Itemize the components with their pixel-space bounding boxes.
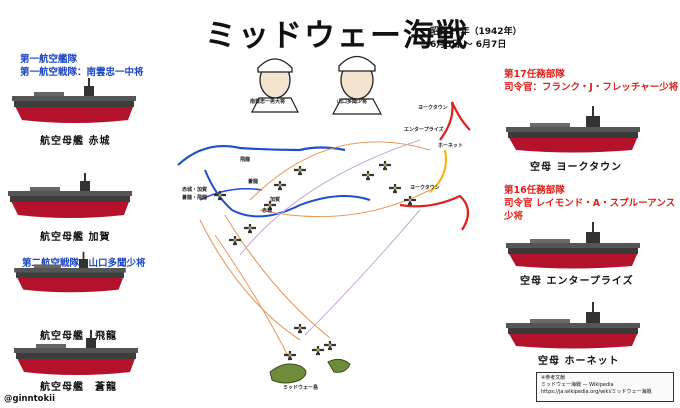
ship-name-hornet: 空母 ホーネット — [538, 356, 620, 367]
map-label-hornet: ホーネット — [438, 143, 464, 149]
us-tf17: 第17任務部隊 — [504, 69, 565, 80]
map-label-akagi-kaga: 赤城・加賀 — [182, 187, 208, 193]
attack-arcs — [199, 139, 431, 361]
portrait-yamaguchi-caption: 山口多聞少将 — [337, 99, 368, 105]
map-label-hiryu: 飛龍 — [240, 157, 251, 163]
ship-name-akagi: 航空母艦 赤城 — [40, 136, 111, 147]
japan-fleet1-commander: 第一航空戦隊：南雲忠一中将 — [20, 67, 144, 78]
ship-name-enterprise: 空母 エンタープライズ — [520, 276, 634, 287]
reference-box: ※参考文献 ミッドウェー海戦 — Wikipedia https://ja.wi… — [536, 372, 674, 402]
us-tf16: 第16任務部隊 — [504, 185, 565, 196]
portrait-yamaguchi — [332, 55, 382, 115]
us-tf16-commander: 司令官 レイモンド・A・スプルーアンス少将 — [504, 198, 676, 222]
reference-heading: ※参考文献 — [541, 375, 566, 381]
map-label-soryu-hiryu: 蒼龍・飛龍 — [182, 195, 208, 201]
ship-name-kaga: 航空母艦 加賀 — [40, 232, 111, 243]
japan-fleet1: 第一航空艦隊 — [20, 54, 78, 65]
map-label-yorktown: ヨークタウン — [418, 105, 448, 111]
map-label-kaga: 加賀 — [270, 197, 281, 203]
ship-enterprise — [506, 222, 640, 269]
author-credit: @ginntokii — [4, 394, 55, 404]
reference-line2: https://ja.wikipedia.org/wiki/ミッドウェー海戦 — [541, 389, 652, 395]
map-label-yorktown2: ヨークタウン — [410, 185, 440, 191]
us-tf17-label: 第17任務部隊 司令官：フランク・J・フレッチャー少将 — [504, 68, 678, 94]
map-label-enterprise: エンタープライズ — [404, 127, 444, 133]
midway-island — [269, 358, 351, 384]
reference-line1: ミッドウェー海戦 — Wikipedia — [541, 382, 614, 388]
ship-name-hiryu: 航空母艦 飛龍 — [40, 331, 117, 342]
page-title: ミッドウェー海戦 — [205, 18, 469, 54]
date-era: 昭和17年（1942年） — [430, 27, 522, 37]
ship-name-soryu: 航空母艦 蒼龍 — [40, 382, 117, 393]
map-planes — [212, 159, 418, 362]
map-label-soryu: 蒼龍 — [248, 179, 259, 185]
ship-akagi — [12, 78, 136, 123]
ship-hornet — [506, 302, 640, 349]
ship-yorktown — [506, 106, 640, 153]
date-range: 6月5日 〜 6月7日 — [430, 40, 507, 50]
ship-hiryu — [14, 251, 126, 293]
route-us — [399, 101, 471, 231]
map-label-akagi: 赤城 — [262, 208, 273, 214]
us-tf17-commander: 司令官：フランク・J・フレッチャー少将 — [504, 82, 679, 93]
portrait-nagumo-caption: 南雲忠一男大将 — [250, 99, 286, 105]
japan-fleet-label: 第一航空艦隊 第一航空戦隊：南雲忠一中将 — [20, 53, 144, 79]
portrait-nagumo — [251, 58, 299, 113]
map-label-midway: ミッドウェー島 — [283, 385, 319, 391]
date-block: 昭和17年（1942年） 6月5日 〜 6月7日 — [430, 26, 522, 52]
ship-kaga — [8, 173, 132, 218]
us-tf16-label: 第16任務部隊 司令官 レイモンド・A・スプルーアンス少将 — [504, 184, 680, 223]
ship-name-yorktown: 空母 ヨークタウン — [530, 162, 623, 173]
